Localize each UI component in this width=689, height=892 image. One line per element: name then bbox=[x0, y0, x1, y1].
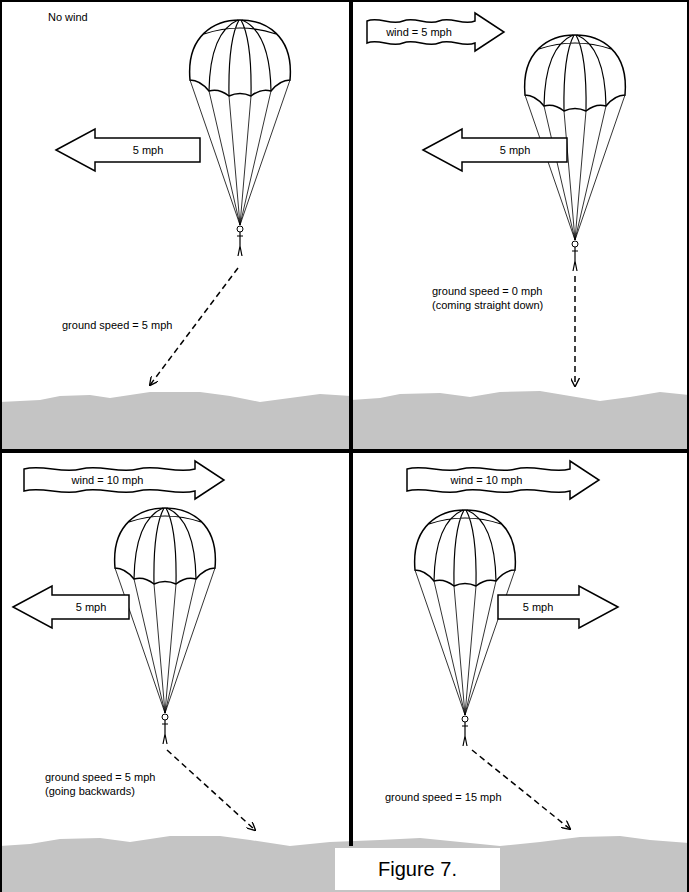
ground-speed-label: ground speed = 5 mph (going backwards) bbox=[45, 770, 173, 798]
drift-arrow: 5 mph bbox=[12, 585, 130, 629]
arrow-outline bbox=[55, 128, 201, 172]
drift-speed-text: 5 mph bbox=[133, 144, 164, 157]
ground bbox=[0, 391, 689, 892]
drift-speed-text: 5 mph bbox=[523, 601, 554, 614]
arrow-path bbox=[498, 586, 618, 628]
arrow-outline bbox=[422, 128, 568, 172]
arrow-path bbox=[24, 461, 224, 499]
arrow-path bbox=[56, 129, 200, 171]
wind-arrow: wind = 10 mph bbox=[403, 460, 600, 500]
wind-speed-text: wind = 10 mph bbox=[451, 474, 523, 487]
ground-speed-label: ground speed = 15 mph bbox=[385, 790, 502, 804]
condition-note: No wind bbox=[48, 10, 88, 24]
drift-arrow: 5 mph bbox=[422, 128, 568, 172]
wind-speed-text: wind = 10 mph bbox=[72, 474, 144, 487]
arrow-path bbox=[423, 129, 567, 171]
arrow-outline bbox=[497, 585, 619, 629]
drift-arrow: 5 mph bbox=[497, 585, 619, 629]
wind-speed-text: wind = 5 mph bbox=[386, 26, 452, 39]
parachute bbox=[115, 20, 626, 746]
arrow-path bbox=[367, 13, 504, 51]
wind-arrow: wind = 5 mph bbox=[363, 12, 505, 52]
drift-arrow: 5 mph bbox=[55, 128, 201, 172]
drift-speed-text: 5 mph bbox=[76, 601, 107, 614]
drift-speed-text: 5 mph bbox=[500, 144, 531, 157]
figure-caption: Figure 7. bbox=[335, 848, 500, 890]
arrow-path bbox=[407, 461, 599, 499]
ground-speed-label: ground speed = 5 mph bbox=[62, 318, 172, 332]
wind-arrow: wind = 10 mph bbox=[20, 460, 225, 500]
descent-path bbox=[150, 268, 575, 830]
arrow-path bbox=[13, 586, 129, 628]
ground-speed-label: ground speed = 0 mph (coming straight do… bbox=[432, 284, 560, 312]
arrow-outline bbox=[12, 585, 130, 629]
